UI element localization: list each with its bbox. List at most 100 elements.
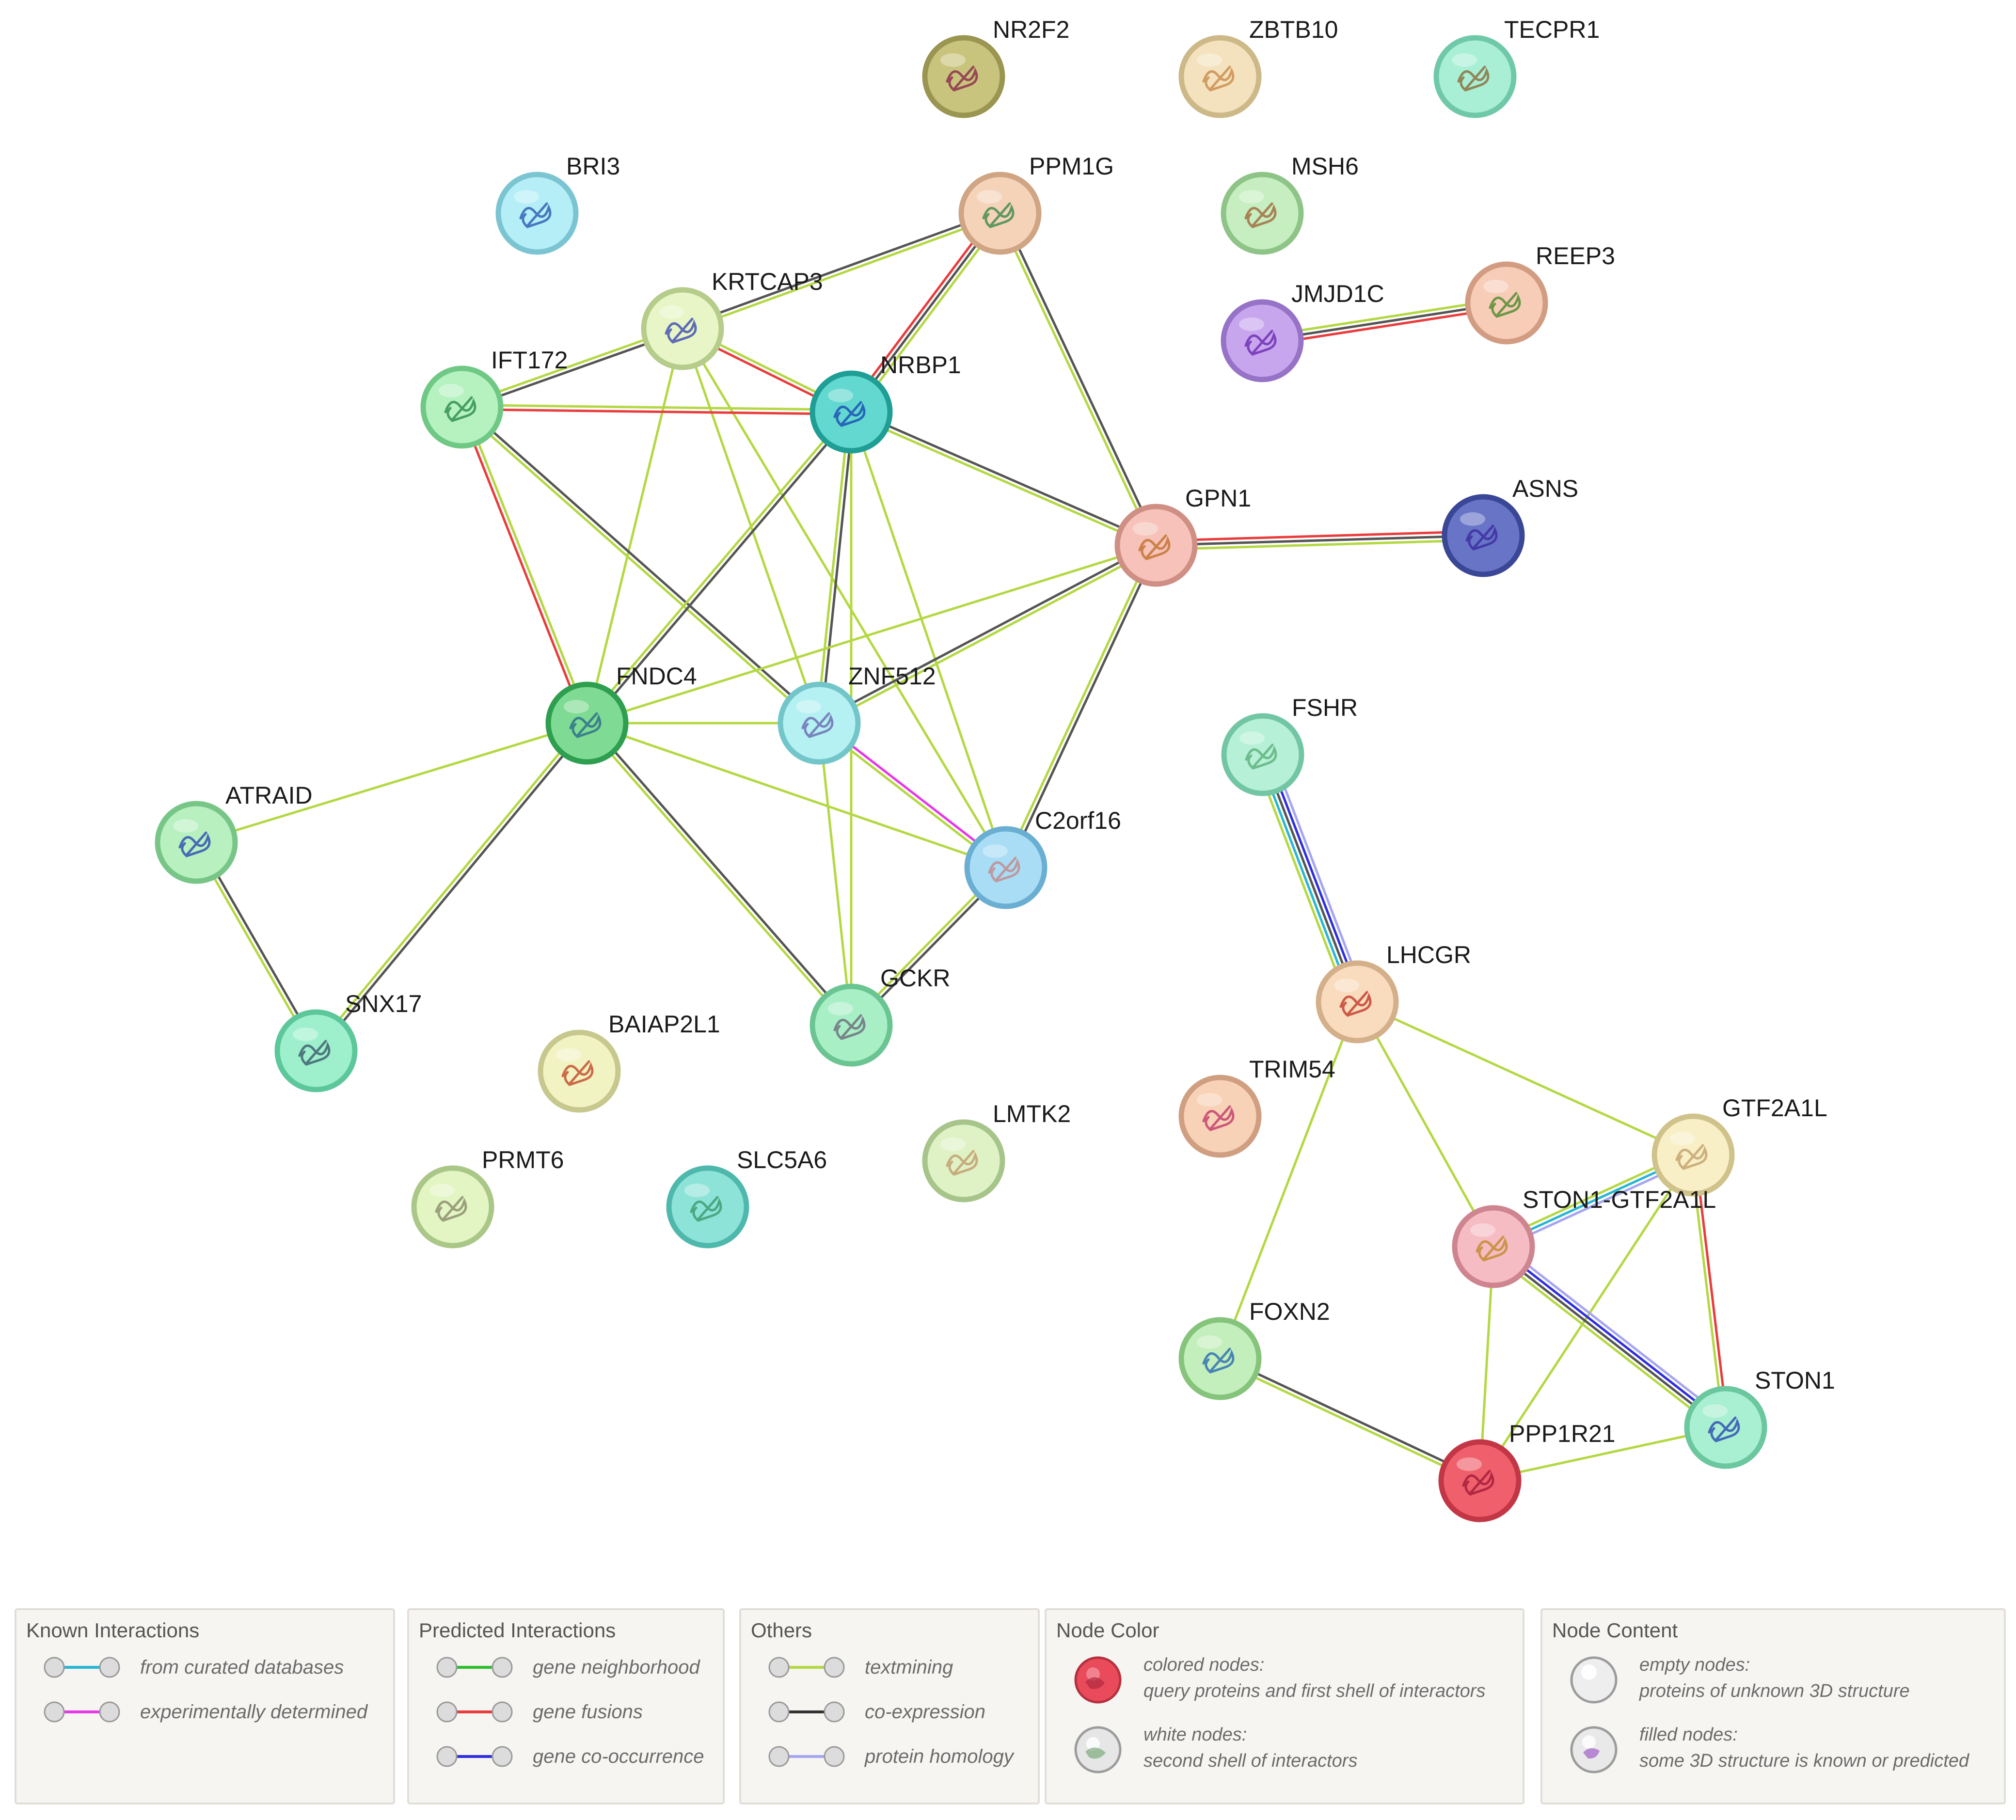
node-MSH6[interactable]: MSH6 (1221, 153, 1359, 255)
edge-GTF2A1L-STON1 (1690, 1155, 1729, 1428)
node-BRI3[interactable]: BRI3 (495, 153, 620, 255)
node-highlight (1239, 190, 1264, 204)
node-label: LHCGR (1386, 941, 1471, 968)
legend-swatch-coexpression (768, 1701, 845, 1723)
edge-line-textmining (1356, 1000, 1694, 1156)
node-TRIM54[interactable]: TRIM54 (1178, 1056, 1335, 1158)
edge-line-homology (1496, 1240, 1730, 1424)
node-BAIAP2L1[interactable]: BAIAP2L1 (538, 1011, 720, 1113)
node-TECPR1[interactable]: TECPR1 (1433, 16, 1600, 118)
node-label: PPM1G (1029, 153, 1114, 180)
edge-line-textmining (854, 215, 1005, 415)
legend-swatch-neighborhood (436, 1657, 513, 1678)
edge-FSHR-LHCGR (1253, 751, 1367, 1006)
edge-line-fusion (846, 210, 998, 411)
edge-line-textmining (1478, 1154, 1695, 1482)
node-label: BAIAP2L1 (608, 1011, 720, 1038)
node-highlight (940, 1138, 966, 1151)
legend-node-color-title: Node Color (1056, 1619, 1159, 1642)
node-NR2F2[interactable]: NR2F2 (922, 16, 1069, 118)
node-GPN1[interactable]: GPN1 (1114, 485, 1251, 587)
node-ZNF512[interactable]: ZNF512 (778, 663, 936, 765)
protein-structure-icon (178, 831, 211, 857)
edge-ZNF512-GCKR (818, 723, 853, 1026)
node-GTF2A1L[interactable]: GTF2A1L (1651, 1094, 1827, 1197)
protein-structure-icon (435, 1196, 467, 1222)
edge-line-coexpression (1000, 212, 1159, 545)
edge-line-textmining (681, 328, 1007, 869)
node-STON1-GTF2A1L[interactable]: STON1-GTF2A1L (1452, 1186, 1716, 1288)
node-SNX17[interactable]: SNX17 (274, 990, 422, 1092)
protein-structure-icon (1245, 744, 1277, 770)
legend-swatch-cooccurrence (436, 1746, 513, 1767)
node-label: TRIM54 (1249, 1056, 1335, 1083)
protein-structure-icon (690, 1196, 722, 1222)
edge-line-textmining (1219, 1001, 1359, 1359)
edge-line-textmining (1156, 538, 1484, 551)
node-highlight (1133, 522, 1158, 536)
node-highlight (173, 819, 198, 833)
node-IFT172[interactable]: IFT172 (420, 347, 568, 449)
edge-line-fusion (461, 408, 851, 415)
edge-IFT172-NRBP1 (461, 404, 852, 415)
node-ASNS[interactable]: ASNS (1442, 475, 1578, 577)
legend-predicted-title: Predicted Interactions (419, 1619, 616, 1642)
node-highlight (564, 700, 589, 713)
legend-empty-label: empty nodes: (1639, 1655, 1750, 1675)
node-ATRAID[interactable]: ATRAID (155, 782, 313, 884)
protein-structure-icon (1339, 991, 1372, 1017)
protein-structure-icon (569, 712, 602, 738)
protein-structure-icon (1462, 1470, 1494, 1496)
edge-line-textmining (462, 406, 590, 723)
node-FNDC4[interactable]: FNDC4 (545, 663, 697, 765)
legend-empty-desc: proteins of unknown 3D structure (1639, 1681, 1910, 1701)
node-highlight (1197, 1093, 1222, 1107)
legend-text-cooccurrence: gene co-occurrence (533, 1746, 704, 1767)
node-ZBTB10[interactable]: ZBTB10 (1178, 16, 1338, 118)
filled-node-icon (1570, 1726, 1618, 1773)
edge-GPN1-ASNS (1156, 530, 1484, 551)
node-highlight (439, 384, 464, 397)
node-label: GPN1 (1185, 485, 1251, 512)
empty-node-icon (1570, 1656, 1618, 1704)
legend-swatch-homology (768, 1746, 845, 1767)
node-LMTK2[interactable]: LMTK2 (922, 1100, 1071, 1203)
edge-FNDC4-GCKR (584, 721, 854, 1028)
node-label: BRI3 (566, 153, 620, 180)
edge-line-textmining (816, 411, 851, 723)
protein-structure-icon (1202, 65, 1235, 92)
node-PPP1R21[interactable]: PPP1R21 (1438, 1420, 1616, 1522)
node-label: ZNF512 (848, 663, 936, 690)
protein-structure-icon (1457, 65, 1490, 92)
node-STON1[interactable]: STON1 (1684, 1367, 1835, 1469)
edge-line-fusion (1694, 1155, 1729, 1427)
node-label: NRBP1 (880, 351, 961, 379)
edge-KRTCAP3-FNDC4 (586, 328, 684, 724)
edge-LHCGR-GTF2A1L (1356, 1000, 1694, 1156)
legend-predicted-interactions: Predicted Interactions gene neighborhood… (407, 1608, 725, 1804)
protein-structure-icon (1138, 534, 1171, 560)
node-LHCGR[interactable]: LHCGR (1316, 941, 1471, 1044)
node-NRBP1[interactable]: NRBP1 (810, 351, 961, 454)
protein-structure-icon (982, 202, 1015, 228)
node-FOXN2[interactable]: FOXN2 (1178, 1298, 1330, 1400)
edge-FOXN2-PPP1R21 (1219, 1355, 1481, 1484)
node-JMJD1C[interactable]: JMJD1C (1221, 280, 1384, 382)
node-label: ATRAID (225, 782, 313, 809)
node-SLC5A6[interactable]: SLC5A6 (666, 1146, 827, 1249)
protein-structure-icon (946, 1150, 978, 1176)
edge-PPM1G-GPN1 (997, 212, 1159, 547)
node-PPM1G[interactable]: PPM1G (958, 153, 1114, 255)
node-PRMT6[interactable]: PRMT6 (411, 1146, 564, 1249)
node-KRTCAP3[interactable]: KRTCAP3 (641, 268, 823, 370)
node-C2orf16[interactable]: C2orf16 (964, 807, 1121, 909)
node-highlight (556, 1048, 581, 1061)
node-label: GTF2A1L (1722, 1094, 1827, 1122)
edge-line-textmining (1219, 1359, 1480, 1484)
protein-structure-icon (665, 317, 697, 344)
node-REEP3[interactable]: REEP3 (1465, 242, 1615, 345)
node-label: PPP1R21 (1509, 1420, 1616, 1447)
edge-FNDC4-C2orf16 (587, 722, 1006, 869)
node-GCKR[interactable]: GCKR (810, 965, 950, 1067)
node-FSHR[interactable]: FSHR (1221, 694, 1358, 796)
